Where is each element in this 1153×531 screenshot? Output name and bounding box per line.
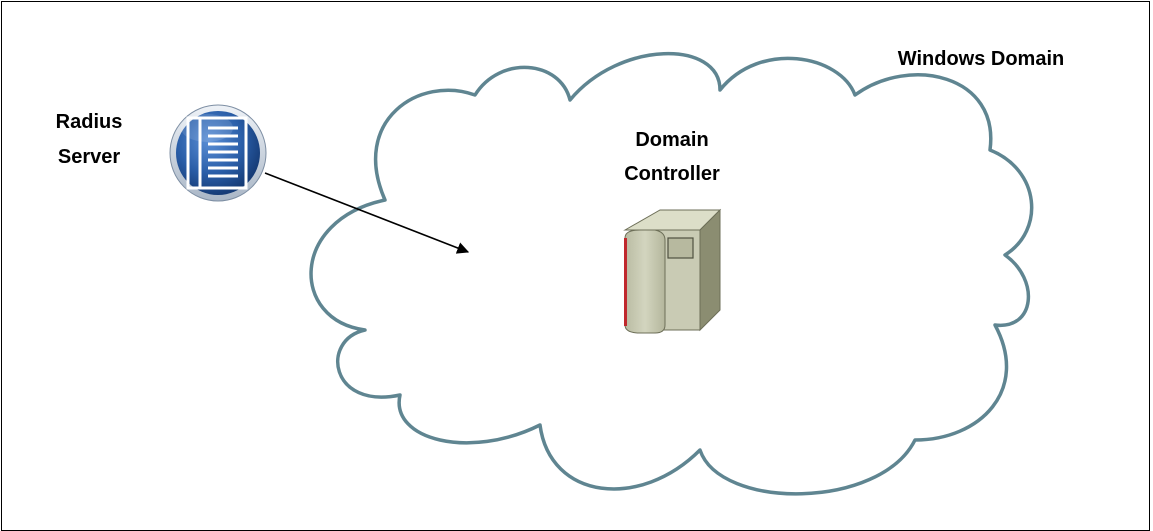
diagram-svg: Windows Domain Radius Server Domain Cont…	[0, 0, 1153, 519]
windows-domain-label: Windows Domain	[898, 48, 1064, 70]
domain-controller-server-icon	[624, 210, 720, 333]
radius-server-label-line1: Radius	[56, 111, 123, 133]
domain-controller-label-line2: Controller	[624, 163, 720, 185]
radius-server-label-line2: Server	[58, 146, 120, 168]
radius-server-icon	[170, 105, 266, 201]
domain-controller-label-line1: Domain	[635, 129, 708, 151]
diagram-canvas: Windows Domain Radius Server Domain Cont…	[0, 0, 1153, 519]
